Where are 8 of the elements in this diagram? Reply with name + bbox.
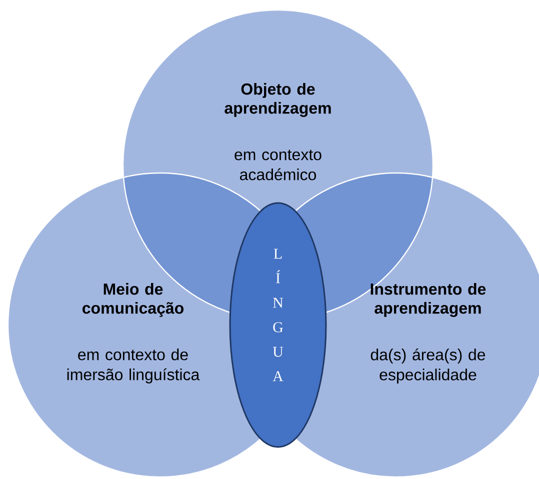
- circle-description: em contexto de imersão linguística: [67, 348, 200, 384]
- circle-heading: Instrumento de aprendizagem: [370, 283, 486, 317]
- circle-description: em contexto académico: [234, 150, 322, 180]
- circle-heading: Objeto de aprendizagem: [224, 83, 331, 117]
- vertical-label: LÍNGUA: [272, 248, 284, 382]
- ellipse: [229, 202, 327, 448]
- circle-description: da(s) área(s) de especialidade: [370, 348, 486, 384]
- circle-heading: Meio de comunicação: [82, 283, 184, 317]
